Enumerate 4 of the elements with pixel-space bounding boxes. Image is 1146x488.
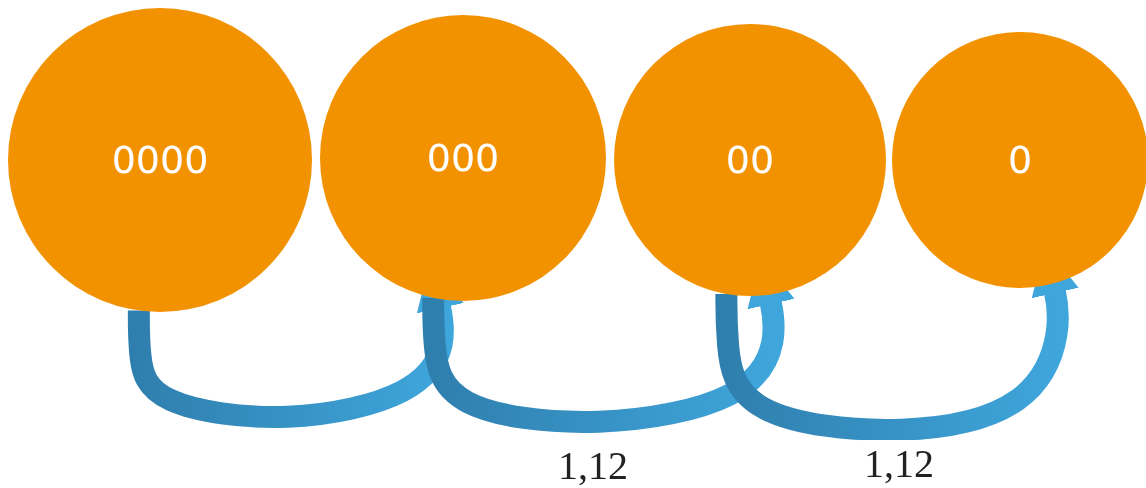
node-label: 00 [725, 138, 775, 182]
node-label: 0000 [111, 138, 209, 182]
node-label: 0 [1007, 138, 1033, 182]
node-label: 000 [426, 136, 500, 180]
